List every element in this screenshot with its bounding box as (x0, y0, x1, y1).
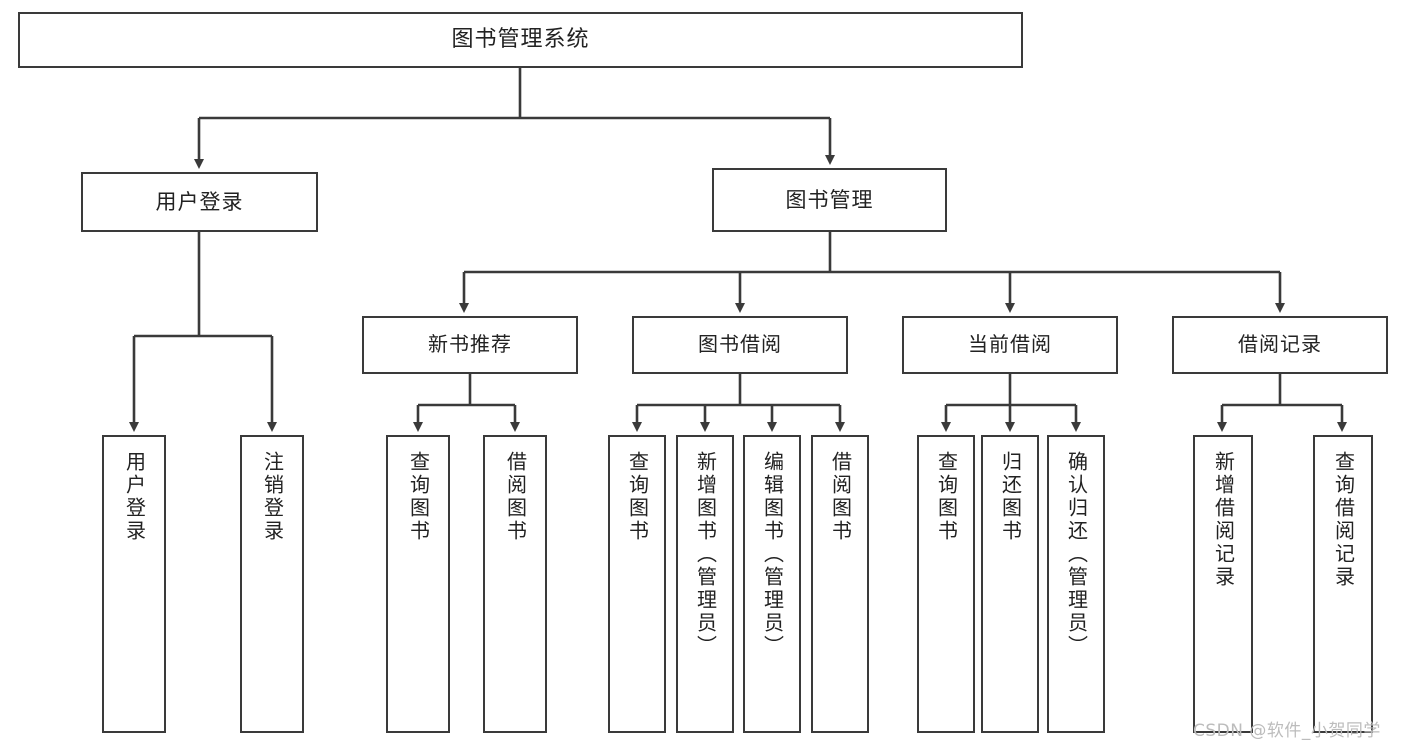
leaf-logout-login[interactable]: 注销登录 (240, 435, 304, 733)
leaf-query-book-borrow[interactable]: 查询图书 (608, 435, 666, 733)
node-label: 借阅图书 (828, 451, 853, 543)
node-label: 当前借阅 (968, 332, 1052, 357)
node-label: 查询借阅记录 (1331, 451, 1356, 589)
leaf-borrow-book-recommend[interactable]: 借阅图书 (483, 435, 547, 733)
leaf-add-book-admin[interactable]: 新增图书（管理员） (676, 435, 734, 733)
node-label: 用户登录 (122, 451, 147, 543)
node-label: 编辑图书（管理员） (760, 451, 785, 658)
leaf-add-borrow-record[interactable]: 新增借阅记录 (1193, 435, 1253, 733)
node-label: 新书推荐 (428, 332, 512, 357)
node-current-borrow[interactable]: 当前借阅 (902, 316, 1118, 374)
leaf-borrow-book[interactable]: 借阅图书 (811, 435, 869, 733)
leaf-user-login[interactable]: 用户登录 (102, 435, 166, 733)
node-new-book-recommend[interactable]: 新书推荐 (362, 316, 578, 374)
node-label: 归还图书 (998, 451, 1023, 543)
node-book-management[interactable]: 图书管理 (712, 168, 947, 232)
node-book-borrow[interactable]: 图书借阅 (632, 316, 848, 374)
node-label: 借阅图书 (503, 451, 528, 543)
node-label: 查询图书 (934, 451, 959, 543)
node-root-book-management-system[interactable]: 图书管理系统 (18, 12, 1023, 68)
node-label: 借阅记录 (1238, 332, 1322, 357)
leaf-query-book-recommend[interactable]: 查询图书 (386, 435, 450, 733)
leaf-return-book[interactable]: 归还图书 (981, 435, 1039, 733)
node-label: 查询图书 (625, 451, 650, 543)
node-label: 用户登录 (155, 189, 244, 214)
leaf-edit-book-admin[interactable]: 编辑图书（管理员） (743, 435, 801, 733)
node-label: 新增图书（管理员） (693, 451, 718, 658)
node-label: 确认归还（管理员） (1064, 451, 1089, 658)
node-label: 图书管理系统 (451, 27, 590, 53)
csdn-watermark: CSDN @软件_小贺同学 (1193, 721, 1381, 741)
node-user-login[interactable]: 用户登录 (81, 172, 318, 232)
node-borrow-record[interactable]: 借阅记录 (1172, 316, 1388, 374)
node-label: 图书管理 (785, 187, 874, 212)
leaf-query-borrow-record[interactable]: 查询借阅记录 (1313, 435, 1373, 733)
leaf-query-book-current[interactable]: 查询图书 (917, 435, 975, 733)
leaf-confirm-return-admin[interactable]: 确认归还（管理员） (1047, 435, 1105, 733)
node-label: 注销登录 (260, 451, 285, 543)
node-label: 查询图书 (406, 451, 431, 543)
node-label: 新增借阅记录 (1211, 451, 1236, 589)
node-label: 图书借阅 (698, 332, 782, 357)
